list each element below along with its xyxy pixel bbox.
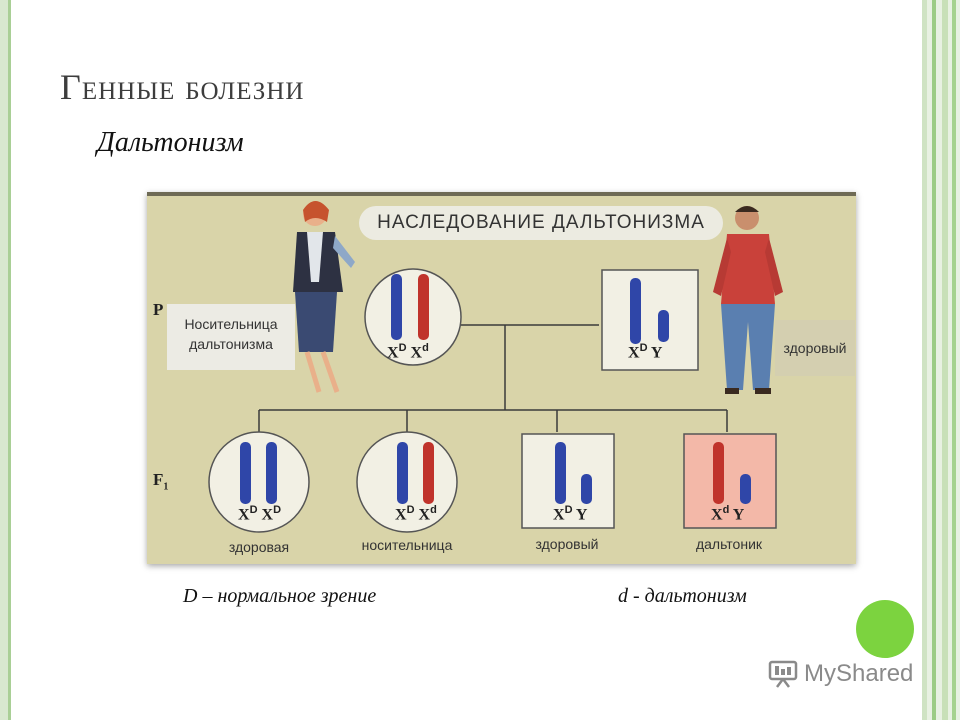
diagram-banner: НАСЛЕДОВАНИЕ ДАЛЬТОНИЗМА <box>359 206 723 240</box>
offspring-2-genotype: XD Xd <box>395 504 437 524</box>
offspring-3-genotype: XD Y <box>553 504 587 524</box>
mother-label-line1: Носительница <box>167 314 295 334</box>
watermark-text: MyShared <box>804 660 913 688</box>
offspring-4-genotype: Xd Y <box>711 504 744 524</box>
mother-label: Носительница дальтонизма <box>167 304 295 370</box>
inheritance-diagram: НАСЛЕДОВАНИЕ ДАЛЬТОНИЗМА P F1 Носительни… <box>147 192 856 564</box>
slide-subtitle: Дальтонизм <box>97 127 244 159</box>
left-frame-line <box>8 0 11 720</box>
myshared-logo: MyShared <box>768 658 913 690</box>
offspring-2-label: носительница <box>347 537 467 553</box>
father-genotype: XD Y <box>628 342 662 362</box>
generation-p-label: P <box>153 300 163 320</box>
slide-title: Генные болезни <box>60 66 304 108</box>
mother-label-line2: дальтонизма <box>167 334 295 354</box>
presentation-board-icon <box>768 659 798 689</box>
legend-dominant: D – нормальное зрение <box>183 585 376 608</box>
woman-illustration <box>293 201 355 392</box>
right-frame-stripes <box>922 0 960 720</box>
top-edge <box>147 192 856 196</box>
legend-recessive: d - дальтонизм <box>618 585 747 608</box>
mother-genotype: XD Xd <box>387 342 429 362</box>
generation-f1-label: F1 <box>153 470 168 492</box>
man-illustration <box>713 206 783 394</box>
decorative-green-circle <box>856 600 914 658</box>
offspring-4-label: дальтоник <box>679 536 779 552</box>
offspring-1-label: здоровая <box>209 539 309 555</box>
offspring-1-genotype: XD XD <box>238 504 281 524</box>
offspring-3-label: здоровый <box>517 536 617 552</box>
father-label: здоровый <box>775 320 855 376</box>
